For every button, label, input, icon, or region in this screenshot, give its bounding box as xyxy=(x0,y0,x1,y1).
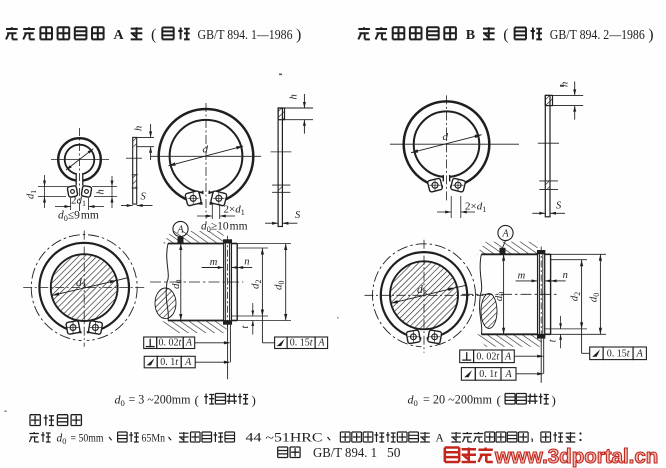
svg-text:d3: d3 xyxy=(417,284,427,298)
svg-text:d: d xyxy=(443,131,449,143)
svg-text:A: A xyxy=(636,349,644,360)
svg-text:d0: d0 xyxy=(273,281,286,291)
svg-text:d0: d0 xyxy=(408,393,418,409)
svg-text:d0≤9mm: d0≤9mm xyxy=(58,210,99,224)
svg-text:): ) xyxy=(648,26,653,43)
svg-text:d0≥10mm: d0≥10mm xyxy=(201,221,248,235)
svg-text:d2: d2 xyxy=(249,280,262,290)
svg-text:): ) xyxy=(296,26,301,43)
svg-text:h: h xyxy=(560,82,571,87)
svg-text:0. 1t: 0. 1t xyxy=(160,357,178,368)
svg-text:S: S xyxy=(295,210,301,221)
svg-text:d1: d1 xyxy=(26,190,38,199)
svg-text:0. 15t: 0. 15t xyxy=(290,338,313,349)
svg-text:t: t xyxy=(240,326,251,329)
svg-text:A: A xyxy=(184,357,192,368)
svg-text:= 20 ~200mm: = 20 ~200mm xyxy=(423,392,492,407)
svg-text:0. 02t: 0. 02t xyxy=(159,338,182,349)
svg-text:d: d xyxy=(203,144,209,156)
svg-text:A: A xyxy=(185,338,193,349)
svg-text:A: A xyxy=(504,369,512,380)
svg-text:): ) xyxy=(252,393,256,408)
svg-text:2×d1: 2×d1 xyxy=(224,204,245,217)
svg-text:S: S xyxy=(141,192,147,203)
svg-text:(: ( xyxy=(151,26,156,43)
svg-text:= 3 ~200mm: = 3 ~200mm xyxy=(129,392,191,407)
svg-text:A: A xyxy=(501,229,509,240)
svg-text:d3: d3 xyxy=(76,277,86,291)
svg-text:65Mn: 65Mn xyxy=(142,431,166,445)
svg-text:d0: d0 xyxy=(115,393,125,409)
svg-text:44 ~51HRC: 44 ~51HRC xyxy=(246,431,323,445)
svg-text:A: A xyxy=(317,338,325,349)
svg-text:(: ( xyxy=(503,26,508,43)
svg-text:d0: d0 xyxy=(587,293,600,303)
svg-text:A: A xyxy=(176,225,184,236)
svg-text:t: t xyxy=(548,339,559,342)
svg-text:GB/T 894. 1: GB/T 894. 1 xyxy=(313,445,377,460)
svg-text:m: m xyxy=(518,270,526,281)
svg-text:d0: d0 xyxy=(57,433,67,447)
svg-text:S: S xyxy=(556,201,562,212)
svg-text:h: h xyxy=(289,94,300,99)
svg-text:2×d1: 2×d1 xyxy=(465,201,486,214)
svg-text:0. 1t: 0. 1t xyxy=(479,369,497,380)
svg-text:h: h xyxy=(96,189,107,194)
svg-text:n: n xyxy=(563,270,568,281)
svg-text:www.3dportal.cn: www.3dportal.cn xyxy=(494,445,658,468)
svg-text:= 50mm: = 50mm xyxy=(71,431,105,445)
svg-text:A: A xyxy=(504,352,512,363)
svg-text:GB/T 894. 2—1986: GB/T 894. 2—1986 xyxy=(550,28,645,43)
svg-text:m: m xyxy=(210,257,218,268)
svg-text:d0: d0 xyxy=(493,292,506,302)
svg-text:d0: d0 xyxy=(170,280,183,290)
svg-text:): ) xyxy=(552,393,556,408)
svg-text:(: ( xyxy=(497,393,501,408)
svg-text:n: n xyxy=(244,257,249,268)
svg-text:A: A xyxy=(436,433,445,445)
svg-text:2d1: 2d1 xyxy=(71,195,86,208)
svg-text:GB/T 894. 1—1986: GB/T 894. 1—1986 xyxy=(198,28,293,43)
svg-text:0. 02t: 0. 02t xyxy=(476,352,499,363)
svg-text:d2: d2 xyxy=(569,292,582,302)
svg-text:B: B xyxy=(466,28,475,43)
svg-text:50: 50 xyxy=(387,445,401,460)
svg-text:0. 15t: 0. 15t xyxy=(607,349,630,360)
svg-text:h: h xyxy=(134,126,145,131)
svg-text:A: A xyxy=(114,28,125,43)
svg-text:(: ( xyxy=(195,393,199,408)
